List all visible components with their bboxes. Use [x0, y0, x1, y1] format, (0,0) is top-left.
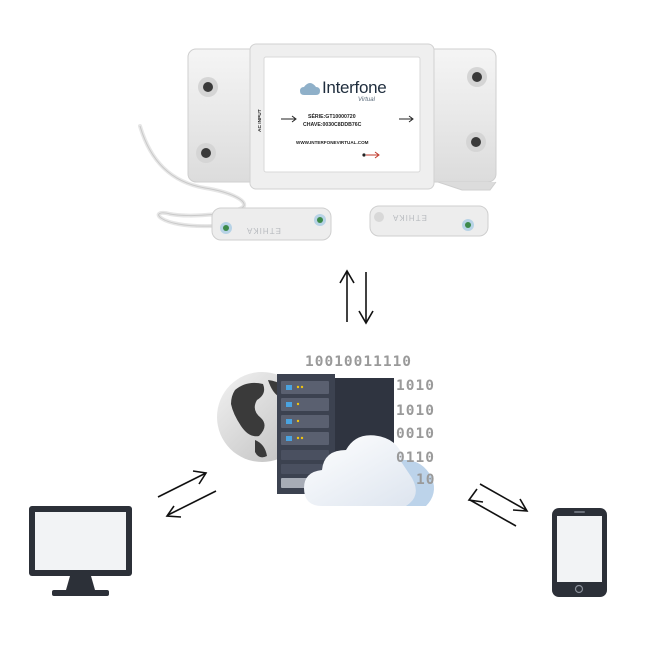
binary-row: 0010	[396, 426, 435, 442]
bidirectional-arrow-icon	[467, 483, 529, 527]
binary-row: 0110	[396, 450, 435, 466]
sensor-brand-left: ETHIKA	[246, 226, 281, 235]
device-input-label: AC INPUT	[258, 109, 263, 132]
device-website: WWW.INTERFONEVIRTUAL.COM	[296, 140, 369, 145]
sensor-brand-right: ETHIKA	[392, 213, 427, 222]
bidirectional-arrow-icon	[157, 470, 217, 518]
cloud-logo-icon	[300, 83, 320, 95]
device-key: CHAVE:0030C8DDB76C	[303, 122, 362, 128]
smartphone-icon	[552, 508, 607, 597]
binary-row: 10010011110	[305, 354, 413, 370]
cloud-icon	[304, 435, 434, 506]
intercom-device-icon	[187, 43, 497, 191]
bidirectional-arrow-icon	[339, 269, 374, 325]
binary-row: 1010	[396, 378, 435, 394]
binary-row: 1010	[396, 403, 435, 419]
device-brand-word: Interfone	[322, 78, 387, 97]
device-serial: SÉRIE:GT10000720	[308, 114, 356, 120]
desktop-monitor-icon	[29, 506, 132, 596]
binary-row: 10	[416, 472, 436, 488]
magnetic-sensor-icon	[138, 124, 489, 241]
device-brand-sub: Virtual	[358, 97, 375, 103]
